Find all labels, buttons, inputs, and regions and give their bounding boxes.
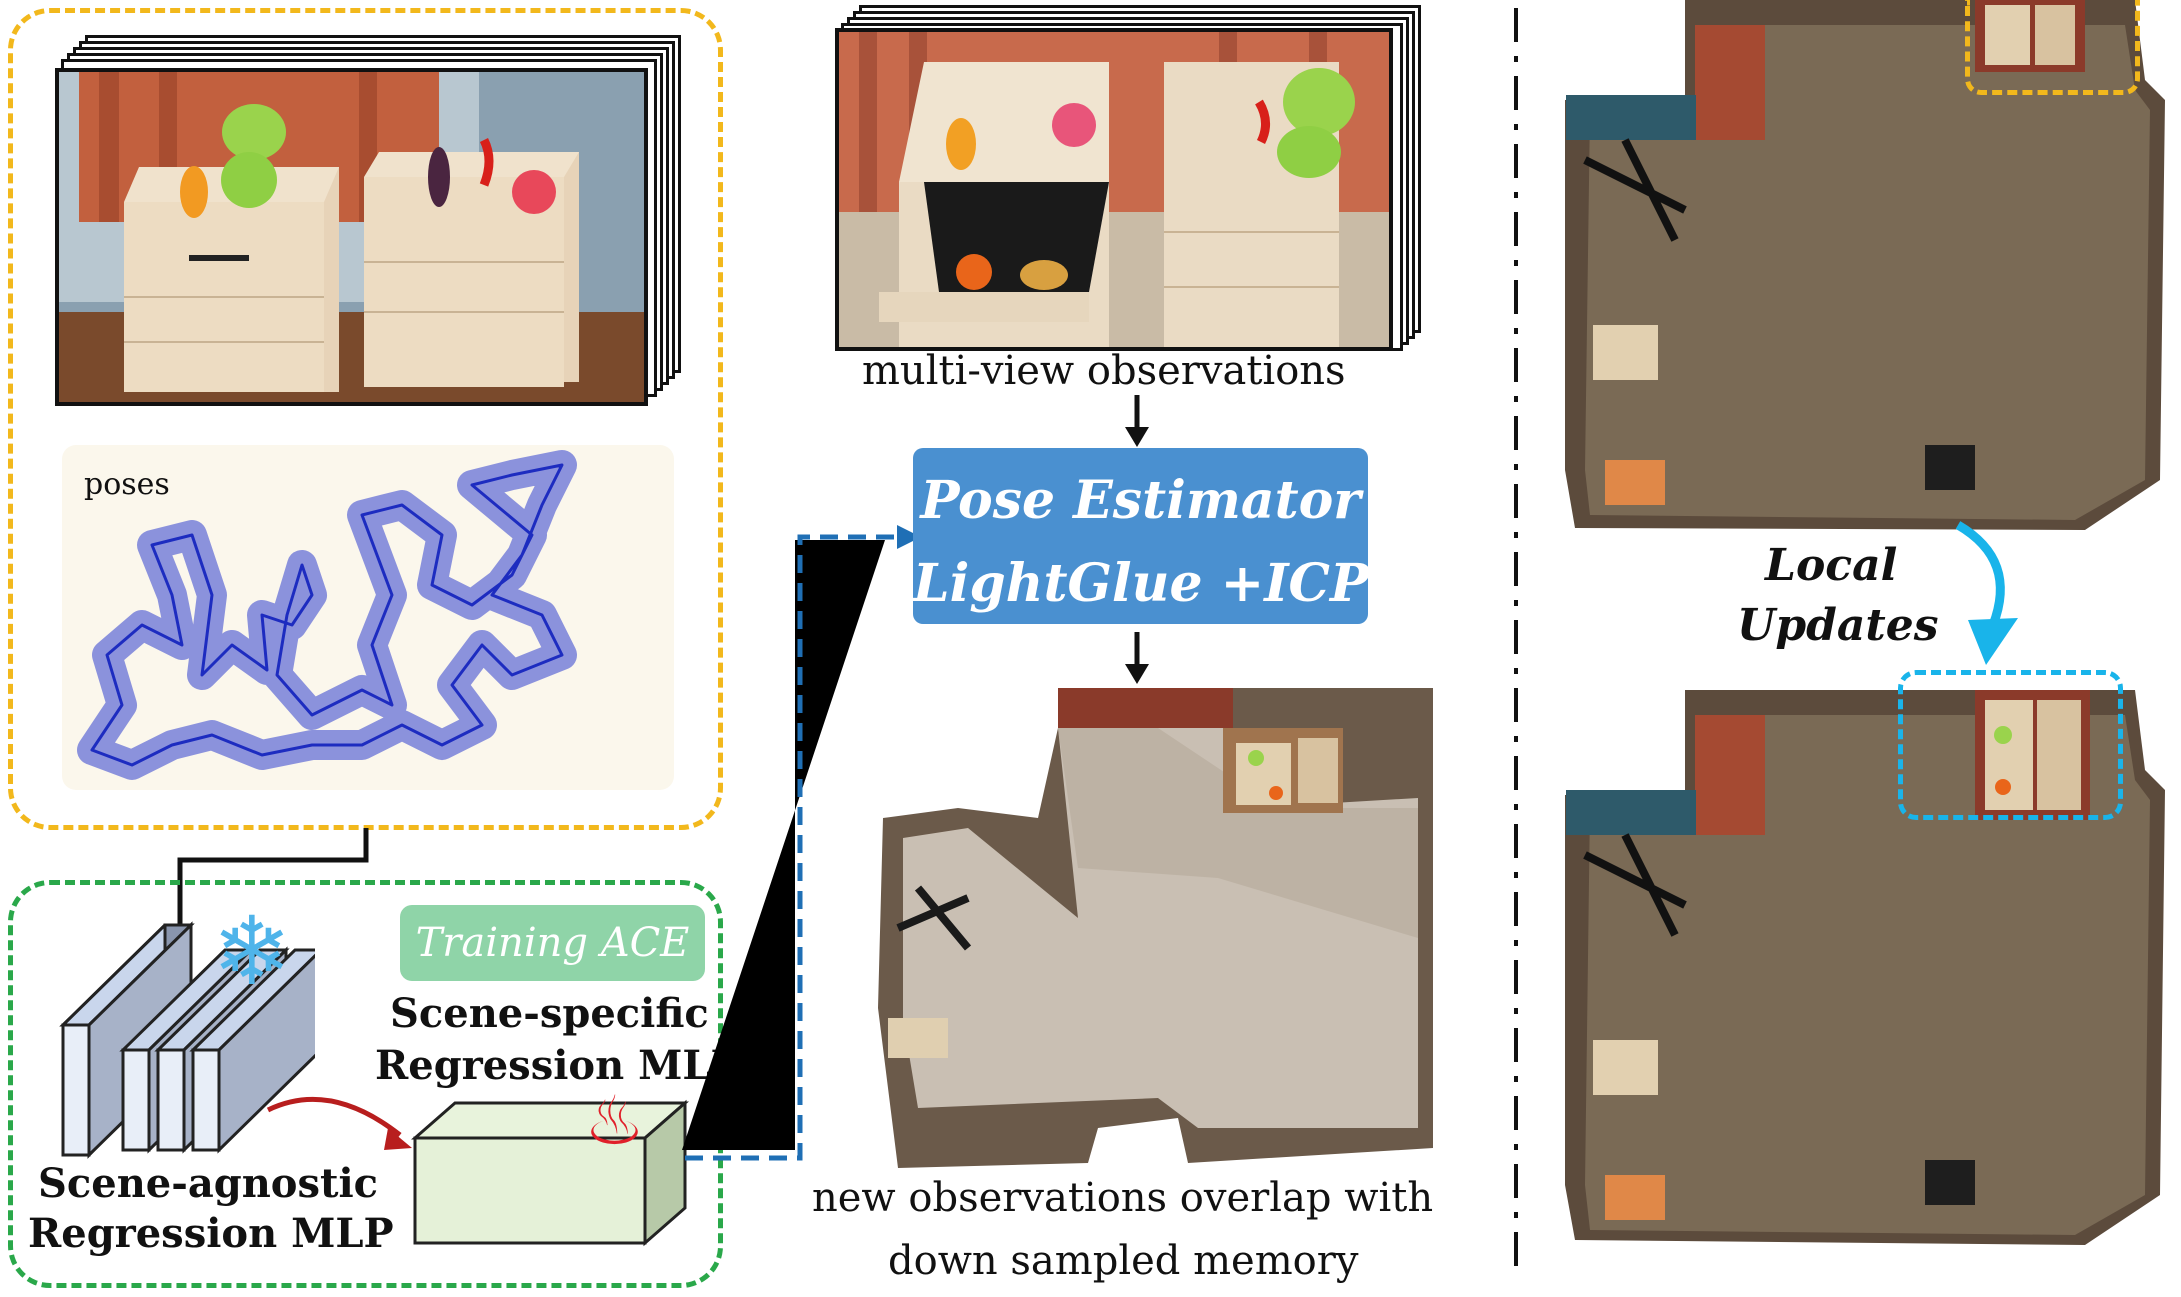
- input-scene-photo: [55, 68, 648, 406]
- observations-caption: multi-view observations: [862, 348, 1346, 394]
- observation-photo: [835, 28, 1393, 351]
- local-updates-line1: Local: [1765, 540, 1898, 591]
- poses-plot: poses: [62, 445, 674, 790]
- scene-specific-label-line2: Regression MLP: [375, 1042, 741, 1089]
- scene-specific-label-line1: Scene-specific: [390, 990, 709, 1037]
- pose-trajectory: [77, 450, 577, 780]
- update-arrow: [1955, 521, 2018, 665]
- map-after-update: [1565, 675, 2181, 1253]
- training-ace-badge: Training ACE: [400, 905, 705, 981]
- estimator-subtitle: LightGlue +ICP: [913, 553, 1370, 614]
- overlap-caption-line1: new observations overlap with: [812, 1175, 1434, 1221]
- poses-label: poses: [84, 467, 170, 502]
- separator-line: [1514, 8, 1518, 1268]
- transfer-arrow: [266, 1096, 412, 1150]
- flame-icon: ♨: [584, 1082, 645, 1161]
- scene-agnostic-mlp-layers: [59, 921, 315, 1159]
- estimator-title: Pose Estimator: [920, 470, 1361, 531]
- scene-specific-mlp-block: [411, 1099, 689, 1247]
- scene-agnostic-label-line1: Scene-agnostic: [38, 1160, 379, 1207]
- down-arrow-1: [1125, 395, 1149, 447]
- feedback-arrow: [681, 540, 885, 1150]
- merged-point-cloud: [858, 688, 1433, 1173]
- feedback-dashed-path: [685, 525, 921, 1161]
- snowflake-icon: ❄: [212, 897, 292, 1007]
- local-updates-line2: Updates: [1737, 600, 1939, 651]
- map-before-update: [1565, 0, 2181, 535]
- update-region-after: [1898, 670, 2123, 820]
- input-panel: [8, 8, 723, 830]
- scene-agnostic-label-line2: Regression MLP: [28, 1210, 394, 1257]
- down-arrow-2: [1125, 632, 1149, 684]
- update-region-before: [1965, 0, 2140, 95]
- pose-estimator-box: Pose Estimator LightGlue +ICP: [913, 448, 1370, 624]
- overlap-caption-line2: down sampled memory: [888, 1238, 1359, 1284]
